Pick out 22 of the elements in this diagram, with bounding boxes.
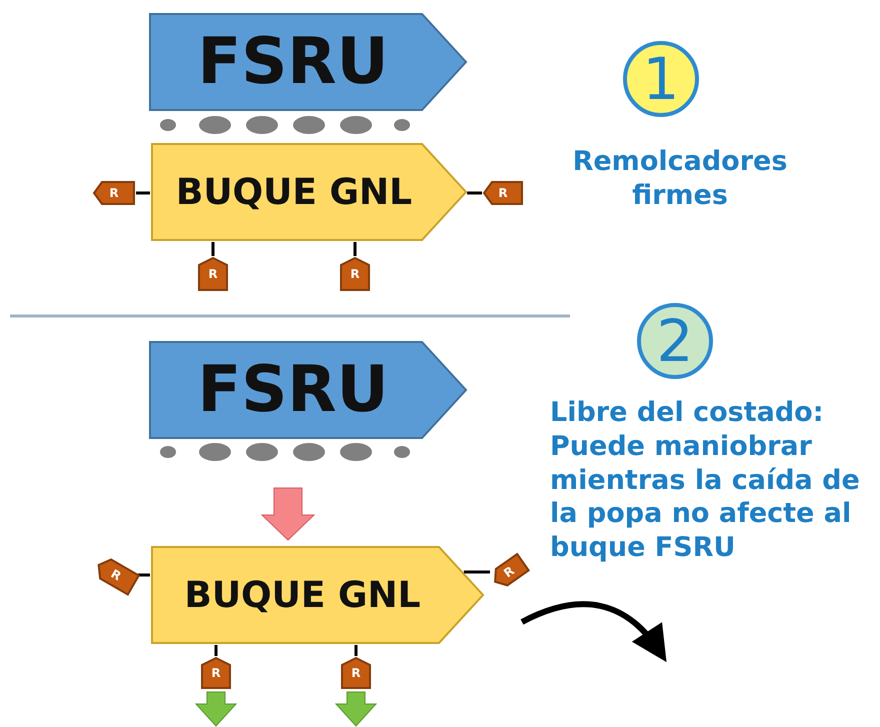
note-text: Remolcadores firmes <box>572 145 788 212</box>
tug-tag: R <box>482 180 524 206</box>
tow-line <box>214 645 218 656</box>
tow-line <box>354 645 358 656</box>
tow-line <box>138 574 150 576</box>
tow-line <box>467 192 482 194</box>
tug-tag: R <box>200 656 232 690</box>
lng-ship-shape: BUQUE GNL <box>150 142 468 242</box>
tug-tag: R <box>339 256 371 292</box>
fsru-ship-shape: FSRU <box>148 12 468 112</box>
tow-line <box>464 570 490 574</box>
note-text: Libre del costado: Puede maniobrar mientras la caída de la popa no afecte al buque FSRU <box>550 396 861 565</box>
tug-tag: R <box>340 656 372 690</box>
tug-tag: R <box>197 256 229 292</box>
tow-line <box>212 242 214 256</box>
fsru-ship-shape: FSRU <box>148 340 468 440</box>
tug-tag: R <box>92 180 136 206</box>
tow-line <box>136 192 150 194</box>
number-circle: 1 <box>622 40 700 118</box>
lng-ship-shape: BUQUE GNL <box>150 545 485 645</box>
tow-line <box>354 242 356 256</box>
number-circle: 2 <box>636 302 714 380</box>
